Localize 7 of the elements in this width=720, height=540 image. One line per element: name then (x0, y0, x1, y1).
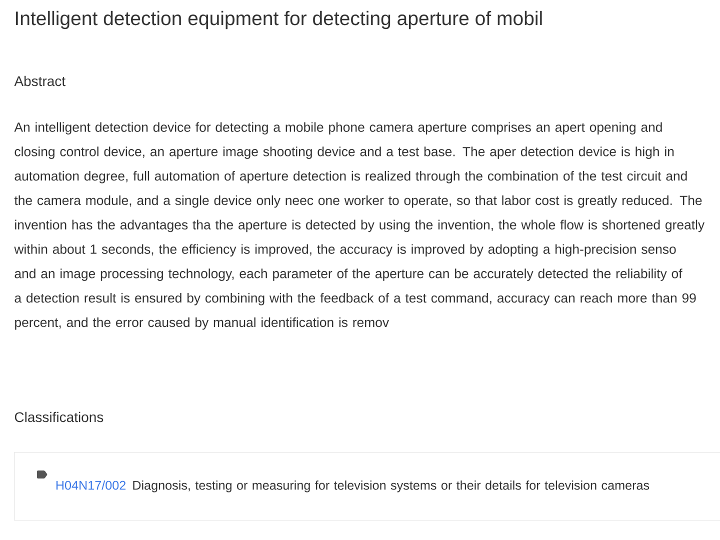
abstract-paragraph: An intelligent detection device for detecting a mobile phone camera aperture comprises an apert opening and closing control device, an aperture image shooting device and a test base. The aper detection device is high in automation degree, full automation of aperture detection is realized through the combination of the test circuit and the camera module, and a single device only neec one worker to operate, so that labor cost is greatly reduced. The invention has the advantages tha the aperture is detected by using the invention, the whole flow is shortened greatly within about 1 seconds, the efficiency is improved, the accuracy is improved by adopting a high-precision senso and an image processing technology, each parameter of the aperture can be accurately detected the reliability of a detection result is ensured by combining with the feedback of a test command, accuracy can reach more than 99 percent, and the error caused by manual identification is remov (14, 122, 705, 330)
page-title: Intelligent detection equipment for detecting aperture of mobil (16, 10, 542, 30)
section-heading: Abstract (14, 76, 66, 86)
classification-code: H04N17/002 (56, 480, 126, 490)
classification-description: Diagnosis, testing or measuring for television systems or their details for television cameras (133, 480, 650, 492)
classification-card (14, 452, 720, 521)
section-heading: Classifications (14, 412, 104, 422)
